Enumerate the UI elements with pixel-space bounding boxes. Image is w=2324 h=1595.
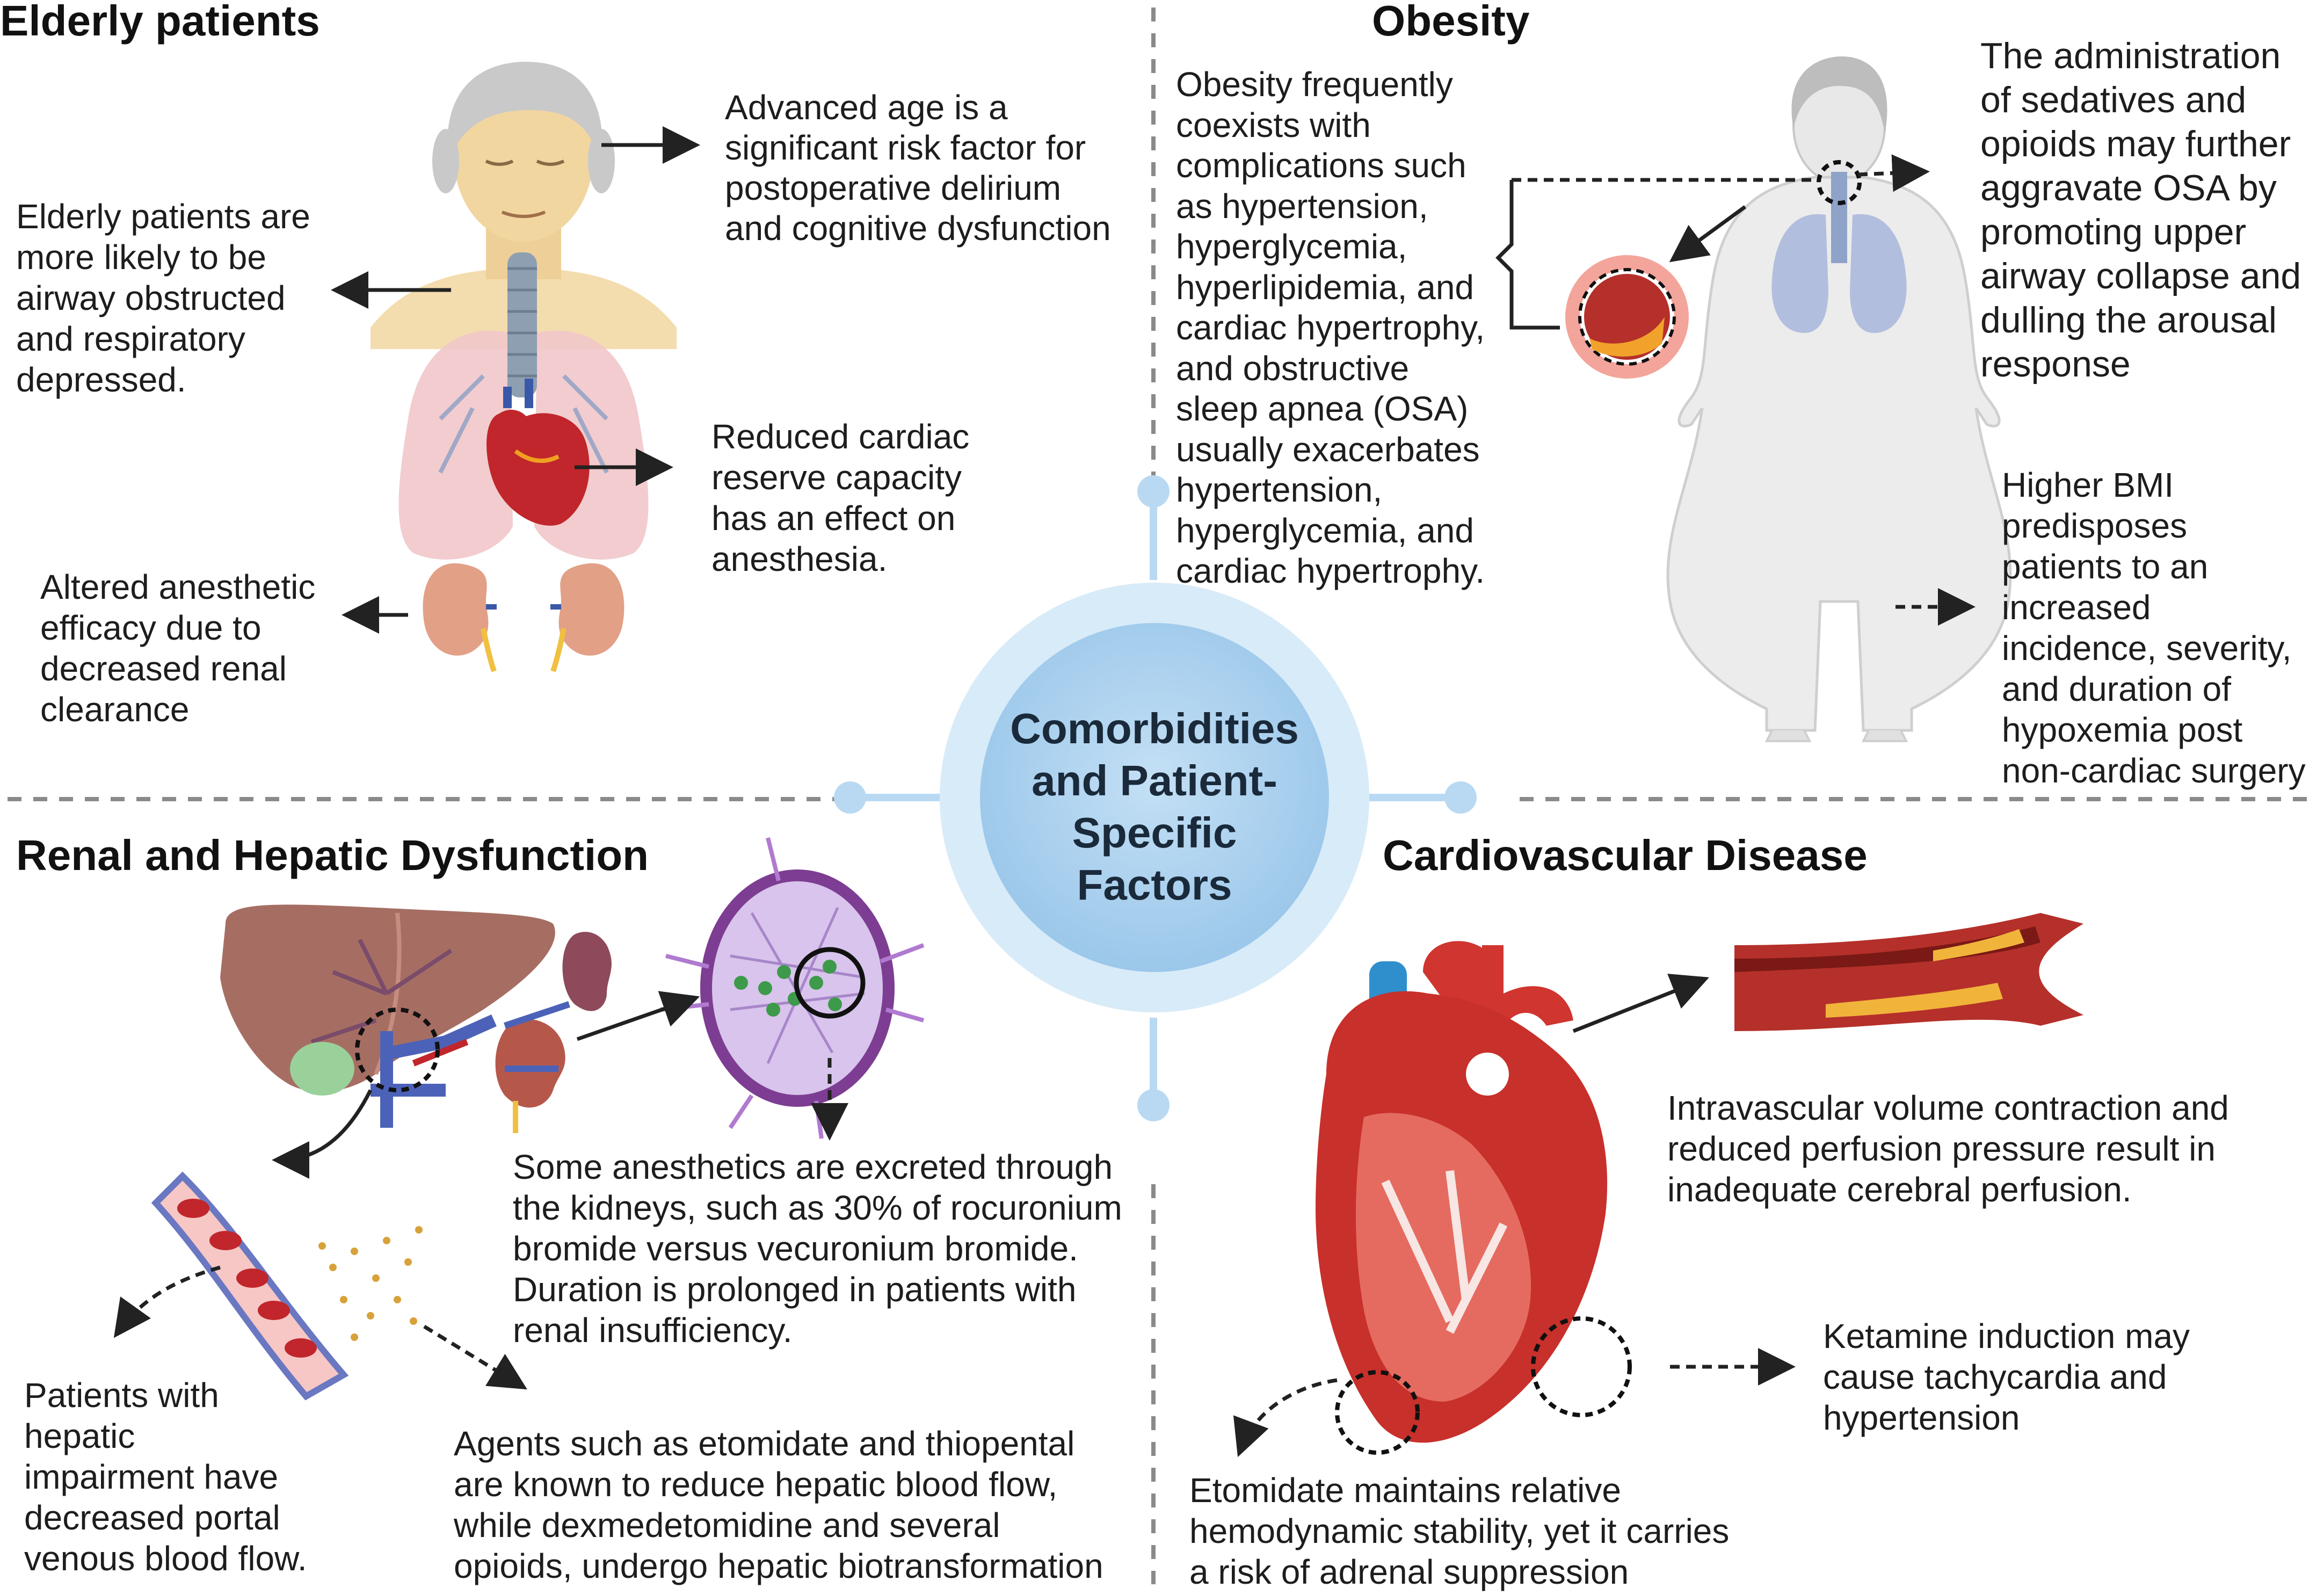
text-ketamine: Ketamine induction may cause tachycardia… [1823, 1317, 2190, 1437]
hub-node-right [1444, 781, 1477, 814]
text-age-risk: Advanced age is a significant risk facto… [725, 88, 1111, 248]
text-obesity-coexist: Obesity frequently coexists with complic… [1176, 65, 1485, 590]
heading-cardiovascular: Cardiovascular Disease [1383, 831, 1868, 879]
text-sedatives-osa: The administration of sedatives and opio… [1980, 35, 2301, 385]
hub-connectors [834, 475, 1477, 1121]
text-etomidate: Etomidate maintains relative hemodynamic… [1189, 1471, 1730, 1591]
text-cardiac-reserve: Reduced cardiac reserve capacity has an … [711, 417, 970, 578]
nephron-cell [660, 837, 925, 1139]
center-title: Comorbidities and Patient- Specific Fact… [1010, 705, 1299, 909]
heart-marker-ivc [1335, 1370, 1420, 1455]
kidney-bottom [495, 1019, 565, 1108]
elderly-hair [447, 62, 603, 166]
obesity-body [1666, 176, 2012, 732]
text-renal-clearance: Altered anesthetic efficacy due to decre… [40, 568, 316, 729]
liver-kidney [220, 904, 612, 1133]
elderly-kidney-right [558, 563, 624, 656]
obesity-bracket [1495, 154, 1976, 626]
artery-crosssection [1565, 255, 1689, 379]
quadrant-dividers [8, 8, 2314, 1584]
hub-node-bottom [1137, 1089, 1170, 1121]
heading-obesity: Obesity [1372, 0, 1530, 45]
elderly-heart [486, 410, 590, 526]
heart-marker-ventricle [1531, 1316, 1632, 1417]
liver-marker [355, 1007, 440, 1092]
obesity-lungs [1771, 214, 1907, 333]
text-portal-flow: Patients with hepatic impairment have de… [24, 1376, 307, 1578]
cardio-arrows [1233, 974, 1796, 1458]
text-kidney-excretion: Some anesthetics are excreted through th… [513, 1148, 1122, 1350]
blood-vessel [151, 1171, 423, 1401]
obesity-airway-marker [1817, 160, 1862, 205]
elderly-kidney-left [423, 563, 489, 656]
text-higher-bmi: Higher BMI predisposes patients to an in… [2002, 466, 2306, 790]
liver [220, 904, 555, 1092]
hub-node-left [834, 781, 866, 814]
heading-renal-hepatic: Renal and Hepatic Dysfunction [16, 831, 649, 879]
heading-elderly: Elderly patients [0, 0, 320, 45]
obesity-figure [1666, 56, 2012, 742]
text-airway: Elderly patients are more likely to be a… [16, 197, 310, 399]
heart-large [1316, 941, 1632, 1455]
elderly-lungs [398, 330, 649, 560]
text-hepatic-agents: Agents such as etomidate and thiopental … [454, 1424, 1103, 1585]
kidney-top [562, 932, 612, 1011]
text-cerebral-perfusion: Intravascular volume contraction and red… [1667, 1089, 2229, 1209]
hub-node-top [1137, 475, 1170, 508]
renal-arrows [113, 991, 848, 1390]
elderly-figure [371, 62, 677, 672]
artery-plaque [1734, 913, 2083, 1031]
elderly-arrows [331, 126, 700, 634]
center-circle [980, 623, 1329, 972]
